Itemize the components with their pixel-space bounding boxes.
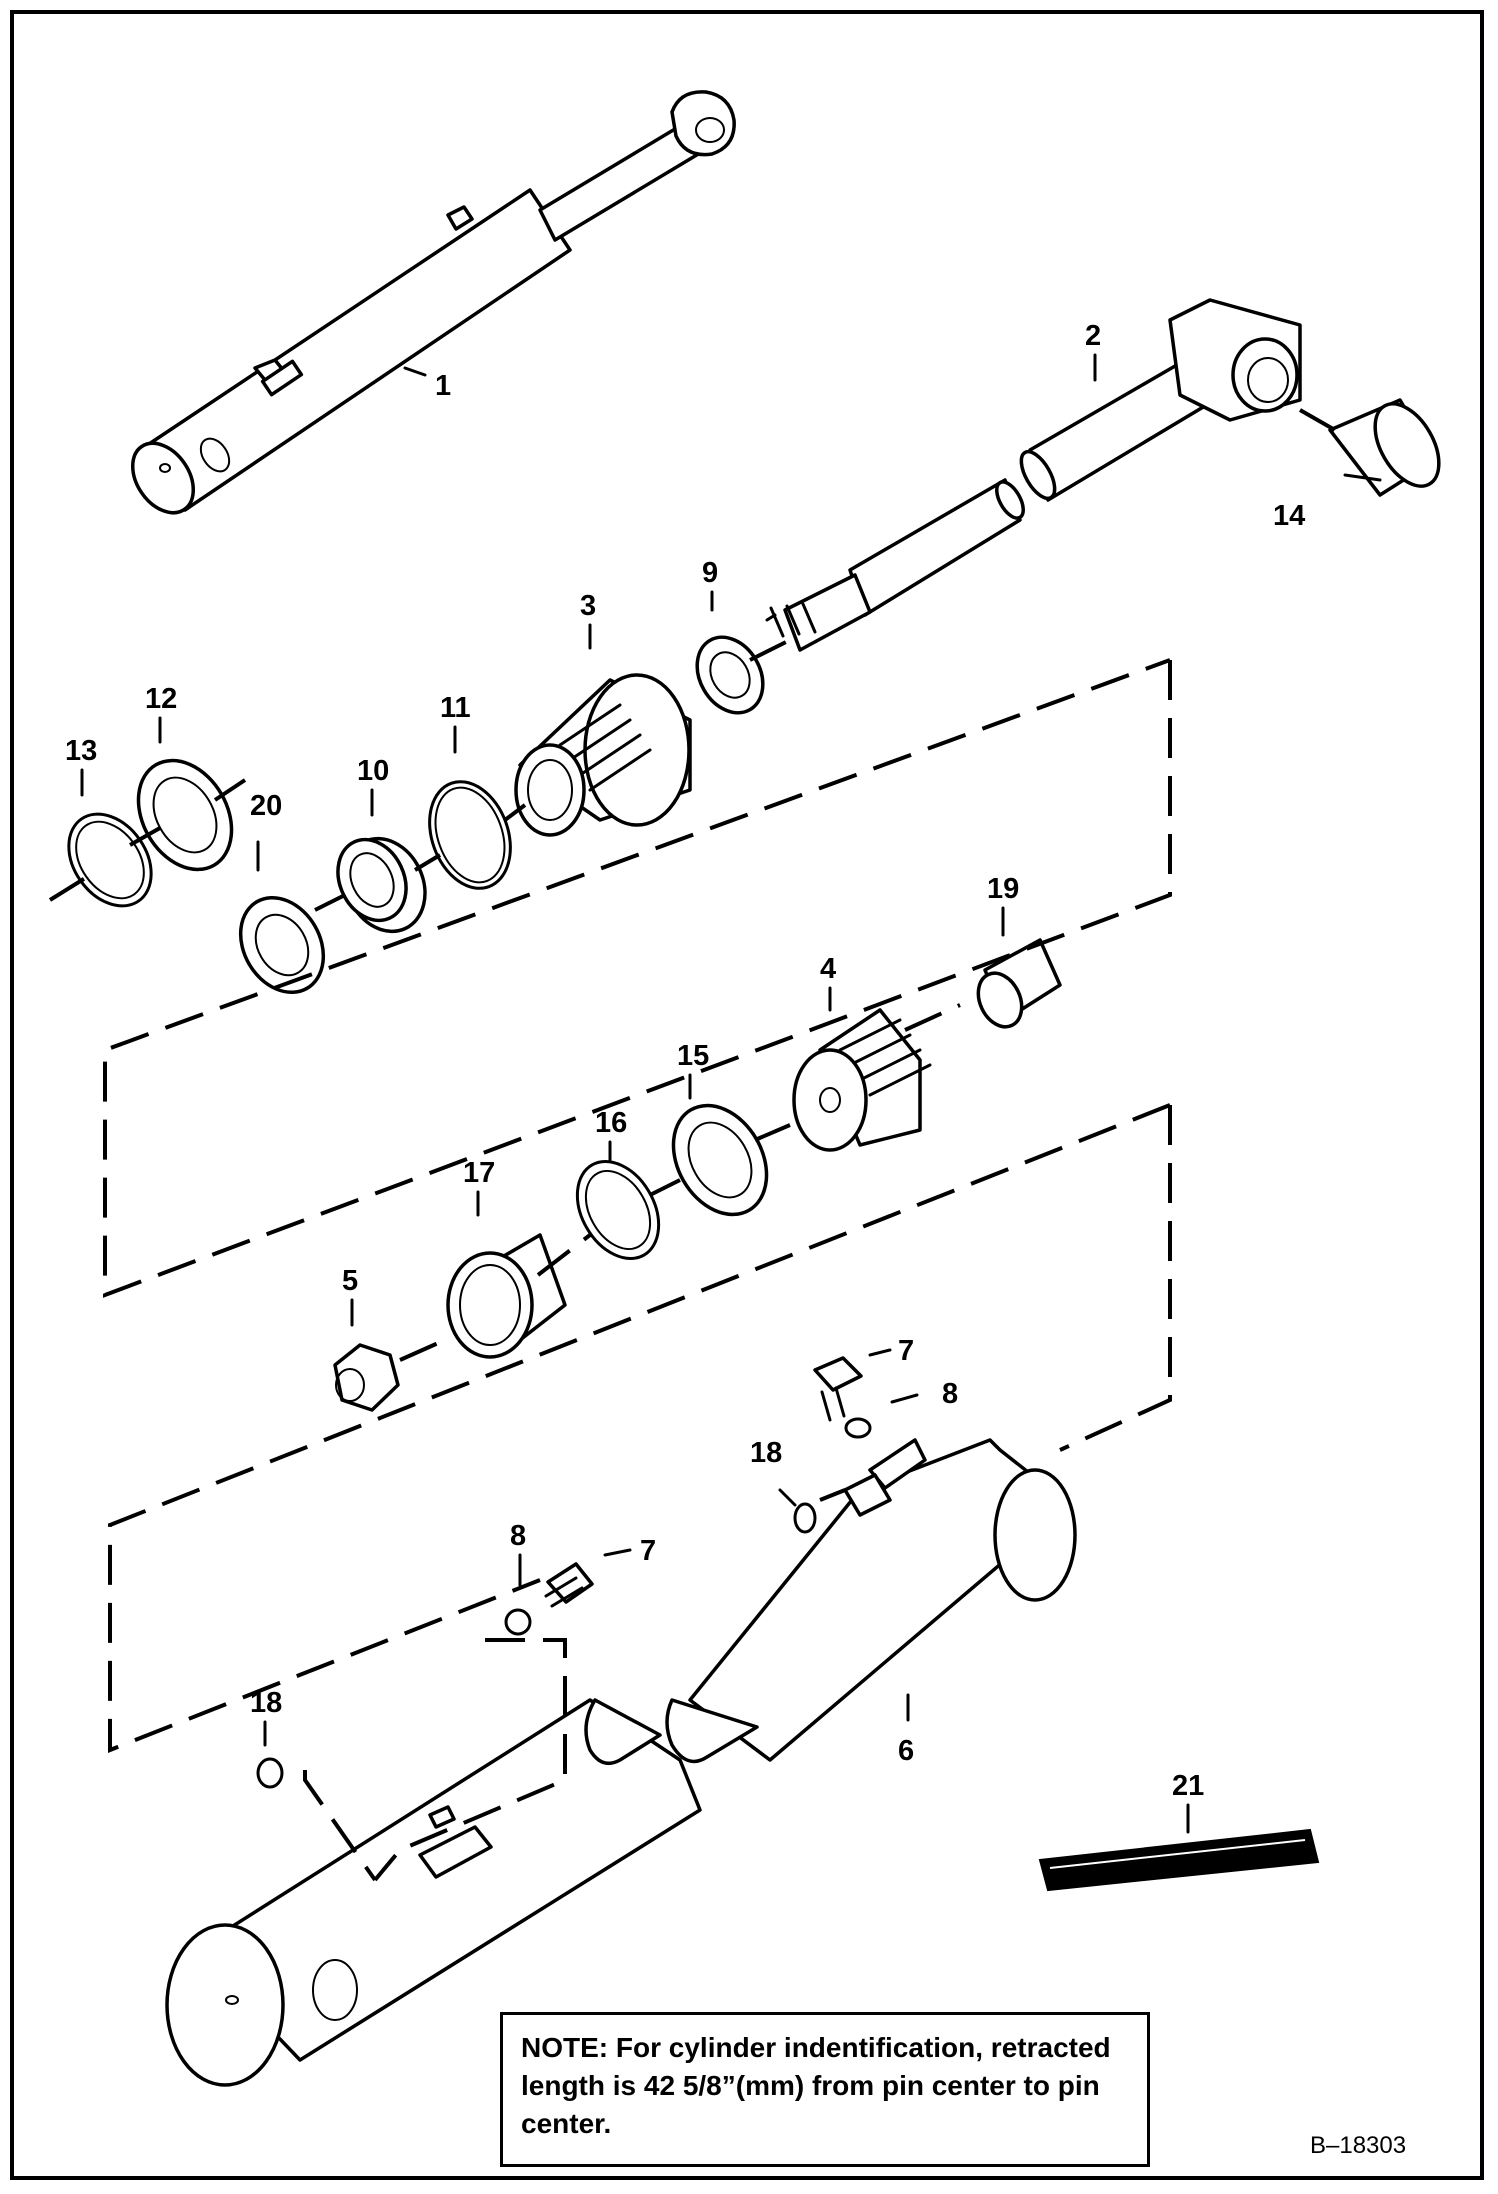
callout-18-lower: 18 <box>250 1687 282 1719</box>
note-line-1: NOTE: For cylinder indentification, retr… <box>521 2032 1111 2063</box>
part-3-cylinder-head <box>514 673 692 837</box>
part-21-decal <box>1038 1828 1320 1892</box>
callout-16: 16 <box>595 1107 627 1139</box>
callout-8-lower: 8 <box>510 1520 526 1552</box>
callout-19: 19 <box>987 873 1019 905</box>
part-7-plug-upper <box>813 1356 863 1422</box>
part-18-o-ring-upper <box>793 1502 817 1534</box>
callout-11: 11 <box>440 692 471 724</box>
assembly-dashed-lines <box>48 408 1336 1882</box>
diagram-frame <box>10 10 1484 2180</box>
callout-20: 20 <box>250 790 282 822</box>
callout-6: 6 <box>898 1735 914 1767</box>
part-7-plug-lower <box>544 1562 594 1608</box>
callout-2: 2 <box>1085 320 1101 352</box>
part-16-piston-seal <box>575 1160 661 1260</box>
callout-13: 13 <box>65 735 97 767</box>
part-6-barrel <box>165 1438 1077 2087</box>
part-18-o-ring-lower <box>256 1757 284 1789</box>
part-19-spacer <box>976 938 1062 1029</box>
figure-id: B–18303 <box>1310 2132 1407 2159</box>
callout-18-upper: 18 <box>750 1437 782 1469</box>
part-12-washer <box>136 758 234 872</box>
callout-8-upper: 8 <box>942 1378 958 1410</box>
callout-5: 5 <box>342 1265 358 1297</box>
part-17-spacer <box>446 1233 567 1359</box>
callout-21: 21 <box>1172 1770 1204 1802</box>
part-8-o-ring-upper <box>844 1417 872 1439</box>
callout-7-lower: 7 <box>640 1535 656 1567</box>
callout-15: 15 <box>677 1040 709 1072</box>
part-14-bushing <box>1328 398 1441 497</box>
callout-17: 17 <box>463 1157 495 1189</box>
part-1-cylinder-assembly <box>130 90 736 515</box>
part-4-piston <box>792 1008 932 1152</box>
part-8-o-ring-lower <box>504 1608 532 1636</box>
callout-1: 1 <box>435 370 451 402</box>
note-line-3: center. <box>521 2108 612 2139</box>
note-box: NOTE: For cylinder indentification, retr… <box>500 2012 1150 2167</box>
leader-lines <box>80 353 1382 1834</box>
part-2-rod <box>765 298 1302 652</box>
part-9-wiper <box>695 635 765 715</box>
callout-9: 9 <box>702 557 718 589</box>
part-10-seal-cartridge <box>336 836 427 934</box>
note-line-2: length is 42 5/8”(mm) from pin center to… <box>521 2070 1100 2101</box>
part-5-nut <box>333 1343 400 1412</box>
callout-labels: 1 2 3 4 5 6 7 7 8 8 9 10 11 12 13 14 15 … <box>65 320 1305 1802</box>
callout-7-upper: 7 <box>898 1335 914 1367</box>
callout-3: 3 <box>580 590 596 622</box>
part-11-o-ring <box>428 780 512 890</box>
part-20-backup-ring <box>238 895 326 995</box>
callout-4: 4 <box>820 953 836 985</box>
part-15-piston-ring <box>671 1103 769 1217</box>
callout-10: 10 <box>357 755 389 787</box>
callout-12: 12 <box>145 683 177 715</box>
callout-14: 14 <box>1273 500 1305 532</box>
